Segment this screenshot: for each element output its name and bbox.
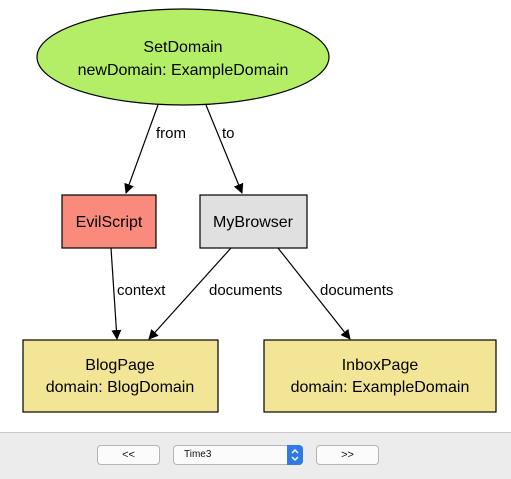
node-blogpage-title: BlogPage: [85, 357, 154, 374]
up-down-chevron-icon: [287, 445, 303, 465]
node-evilscript-label: EvilScript: [76, 214, 143, 231]
node-blogpage: BlogPage domain: BlogDomain: [22, 339, 219, 413]
edge-documents-right: documents: [277, 247, 393, 340]
edge-label-from: from: [156, 125, 186, 142]
node-setdomain-title: SetDomain: [143, 39, 222, 56]
node-setdomain-domain: newDomain: ExampleDomain: [78, 62, 289, 79]
node-mybrowser-shape: [199, 194, 308, 249]
node-setdomain-shape: [36, 8, 330, 106]
node-mybrowser-label: MyBrowser: [213, 214, 294, 231]
navigation-toolbar: << Time3 >>: [0, 432, 511, 479]
edge-to: to: [205, 104, 244, 194]
diagram-canvas: from to context documents documents SetD…: [22, 8, 497, 413]
edge-label-documents-left: documents: [209, 282, 282, 299]
node-inboxpage: InboxPage domain: ExampleDomain: [263, 339, 497, 413]
edge-documents-left: documents: [148, 247, 282, 340]
edge-label-context: context: [117, 282, 166, 299]
edge-label-documents-right: documents: [320, 282, 393, 299]
previous-button[interactable]: <<: [97, 445, 160, 465]
edge-context: context: [110, 247, 166, 340]
next-button[interactable]: >>: [316, 445, 379, 465]
node-setdomain: SetDomain newDomain: ExampleDomain: [36, 8, 330, 106]
node-evilscript: EvilScript: [61, 194, 157, 249]
time-select[interactable]: Time3: [173, 445, 303, 465]
node-mybrowser: MyBrowser: [199, 194, 308, 249]
edge-from: from: [124, 104, 186, 194]
edge-label-to: to: [222, 125, 235, 142]
time-select-value: Time3: [184, 449, 212, 460]
node-blogpage-shape: [22, 339, 219, 413]
node-evilscript-shape: [61, 194, 157, 249]
node-inboxpage-domain: domain: ExampleDomain: [291, 379, 470, 396]
diagram-svg: from to context documents documents SetD…: [22, 8, 497, 413]
node-inboxpage-title: InboxPage: [342, 357, 419, 374]
node-blogpage-domain: domain: BlogDomain: [46, 379, 195, 396]
node-inboxpage-shape: [263, 339, 497, 413]
